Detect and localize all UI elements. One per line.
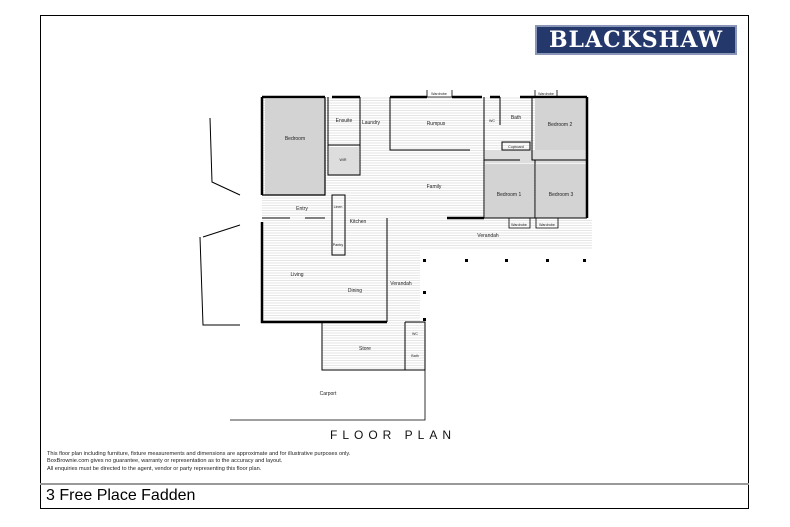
label-wardrobe: Wardrobe (538, 92, 554, 96)
label-pantry: Pantry (333, 243, 344, 247)
label-verandah-east: Verandah (477, 233, 499, 239)
wir-fill (329, 147, 359, 175)
floor-living (262, 250, 420, 322)
bedroom1-fill (485, 164, 535, 218)
bedroom2-fill (535, 99, 586, 158)
label-dining: Dining (348, 288, 362, 294)
label-verandah-south: Verandah (390, 281, 412, 287)
label-bath: Bath (511, 115, 522, 121)
page-frame (40, 15, 749, 509)
property-address: 3 Free Place Fadden (46, 487, 196, 504)
floor-store (322, 322, 425, 370)
verandah-posts (423, 259, 586, 321)
label-wardrobe: Wardrobe (431, 92, 447, 96)
label-bedroom1: Bedroom 1 (497, 192, 522, 198)
label-cupboard: Cupboard (508, 145, 524, 149)
bedroom3-fill (536, 164, 586, 218)
floor-plan-title: FLOOR PLAN (330, 428, 457, 442)
label-living: Living (290, 272, 303, 278)
label-wir: WIR (340, 158, 347, 162)
divider (40, 483, 749, 485)
label-wc2: WC (412, 332, 418, 336)
disclaimer-line: BoxBrownie.com gives no guarantee, warra… (47, 458, 283, 465)
label-kitchen: Kitchen (350, 219, 367, 225)
label-entry: Entry (296, 206, 308, 212)
label-bedroom: Bedroom (285, 136, 305, 142)
bedroom-fill (265, 99, 325, 195)
disclaimer-line: All enquiries must be directed to the ag… (47, 465, 262, 472)
label-linen: Linen (334, 205, 343, 209)
label-store: Store (359, 346, 371, 352)
floor-verandah (262, 220, 592, 250)
label-rumpus: Rumpus (427, 121, 446, 127)
label-wardrobe: Wardrobe (539, 223, 555, 227)
label-bedroom2: Bedroom 2 (548, 122, 573, 128)
disclaimer: This floor plan including furniture, fix… (47, 451, 350, 473)
walls (199, 90, 589, 421)
label-laundry: Laundry (362, 120, 381, 126)
label-family: Family (427, 184, 442, 190)
label-ensuite: Ensuite (336, 118, 353, 124)
label-wardrobe: Wardrobe (511, 223, 527, 227)
label-carport: Carport (320, 391, 337, 397)
label-wc: WC (489, 119, 495, 123)
label-bedroom3: Bedroom 3 (549, 192, 574, 198)
blackshaw-logo: BLACKSHAW (535, 25, 737, 55)
label-bath2: Bath (411, 354, 418, 358)
logo-text: BLACKSHAW (548, 27, 724, 53)
disclaimer-line: This floor plan including furniture, fix… (47, 451, 351, 457)
